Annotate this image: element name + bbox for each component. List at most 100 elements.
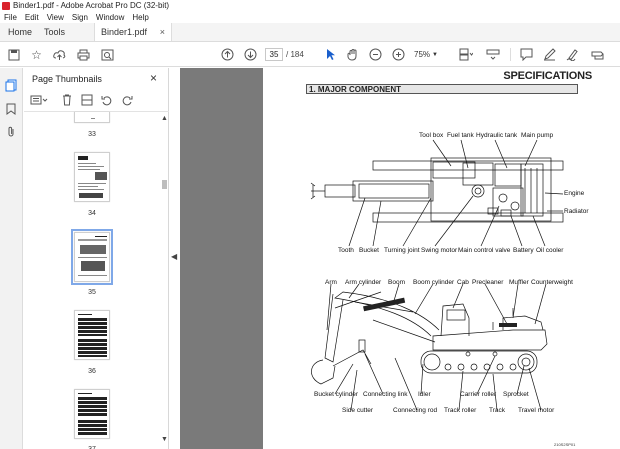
label-main-control-valve: Main control valve [458,247,511,254]
label-connecting-rod: Connecting rod [393,407,438,414]
save-icon[interactable] [6,47,21,62]
tab-close-icon[interactable]: × [159,27,165,37]
label-turning-joint: Turning joint [384,247,420,254]
print-icon[interactable] [76,47,91,62]
label-bucket-cylinder: Bucket cylinder [314,391,359,398]
collapse-panel-arrow-icon[interactable]: ◀ [171,252,178,261]
left-navigation-rail [0,68,23,449]
label-engine: Engine [564,190,585,197]
label-swing-motor: Swing motor [421,247,458,254]
thumbnail-label-37: 37 [72,446,112,449]
title-bar: Binder1.pdf - Adobe Acrobat Pro DC (32-b… [0,0,620,11]
page-thumbnail-35[interactable] [71,229,113,285]
menu-sign[interactable]: Sign [71,12,88,22]
tab-tools[interactable]: Tools [44,27,66,37]
label-cab: Cab [457,279,469,286]
delete-page-icon[interactable] [60,93,74,107]
figure-code: 210S2SP01 [554,442,576,447]
label-main-pump: Main pump [521,132,554,139]
panel-close-icon[interactable]: × [150,71,158,85]
page-thumbnail-36[interactable] [74,310,110,360]
label-arm-cylinder: Arm cylinder [345,279,382,286]
hand-tool-icon[interactable] [345,47,360,62]
menu-bar: File Edit View Sign Window Help [0,11,620,23]
chevron-down-icon: ▼ [432,51,438,58]
menu-edit[interactable]: Edit [24,12,39,22]
page-thumbnails-panel: Page Thumbnails × 33 [24,68,169,449]
label-muffler: Muffler [509,279,529,286]
search-icon[interactable] [100,47,115,62]
page-heading: SPECIFICATIONS [503,70,592,82]
sign-pen-icon[interactable] [565,47,580,62]
page-total: / 184 [286,50,304,59]
page-thumbnails-icon[interactable] [4,78,18,92]
highlight-pen-icon[interactable] [542,47,557,62]
tab-document[interactable]: Binder1.pdf × [94,23,172,41]
page-number-input[interactable]: 35 [265,48,283,61]
zoom-in-icon[interactable] [391,47,406,62]
label-counterweight: Counterweight [531,279,573,286]
label-track-roller: Track roller [444,407,477,414]
scroll-down-arrow-icon[interactable]: ▼ [161,436,168,443]
previous-page-icon[interactable] [220,47,235,62]
page-display-icon[interactable] [458,47,473,62]
toolbar-separator [510,48,511,61]
label-boom: Boom [388,279,405,286]
document-viewer[interactable]: SPECIFICATIONS 1. MAJOR COMPONENT [180,68,620,449]
menu-window[interactable]: Window [95,12,125,22]
label-oil-cooler: Oil cooler [536,247,564,254]
label-fuel-tank: Fuel tank [447,132,474,139]
pdf-page: SPECIFICATIONS 1. MAJOR COMPONENT [263,68,620,449]
thumbnail-scrollbar[interactable] [160,114,168,444]
upload-cloud-icon[interactable] [52,47,67,62]
options-menu-icon[interactable] [30,93,48,107]
tab-bar: Home Tools Binder1.pdf × [0,23,620,42]
label-carrier-roller: Carrier roller [460,391,497,398]
zoom-value: 75% [414,50,431,59]
panel-divider [24,111,169,112]
scroll-mode-icon[interactable] [485,47,500,62]
label-side-cutter: Side cutter [342,407,374,414]
label-hydraulic-tank: Hydraulic tank [476,132,518,139]
label-tool-box: Tool box [419,132,444,139]
select-cursor-icon[interactable] [323,47,338,62]
tab-home[interactable]: Home [8,27,33,37]
thumbnail-toolbar [30,92,160,108]
rotate-clockwise-icon[interactable] [120,93,134,107]
extract-page-icon[interactable] [80,93,94,107]
window-title: Binder1.pdf - Adobe Acrobat Pro DC (32-b… [13,1,170,10]
label-arm: Arm [325,279,337,286]
page-thumbnail-37[interactable] [74,389,110,439]
menu-file[interactable]: File [4,12,17,22]
menu-view[interactable]: View [46,12,64,22]
zoom-out-icon[interactable] [368,47,383,62]
label-track: Track [489,407,506,414]
tab-document-label: Binder1.pdf [101,27,148,37]
menu-help[interactable]: Help [132,12,149,22]
zoom-dropdown[interactable]: 75% ▼ [414,48,444,61]
scrollbar-thumb[interactable] [162,180,167,189]
rotate-counterclockwise-icon[interactable] [100,93,114,107]
next-page-icon[interactable] [243,47,258,62]
comment-icon[interactable] [519,47,534,62]
label-boom-cylinder: Boom cylinder [413,279,455,286]
more-tools-icon[interactable] [590,47,605,62]
attachments-paperclip-icon[interactable] [4,125,18,139]
panel-title: Page Thumbnails [32,74,102,84]
page-thumbnail-34[interactable] [74,152,110,202]
label-connecting-link: Connecting link [363,391,408,398]
label-radiator: Radiator [564,208,589,215]
thumbnail-label-35: 35 [88,289,96,296]
label-bucket: Bucket [359,247,379,254]
scroll-up-arrow-icon[interactable]: ▲ [161,115,168,122]
main-toolbar: ☆ 35 / 184 75% ▼ [0,42,620,67]
page-thumbnail-33[interactable] [74,112,110,123]
label-battery: Battery [513,247,534,254]
thumbnail-label-34: 34 [88,210,96,217]
bookmark-star-icon[interactable]: ☆ [31,47,42,62]
label-travel-motor: Travel motor [518,407,555,414]
bookmarks-icon[interactable] [4,102,18,116]
label-tooth: Tooth [338,247,354,254]
label-idler: Idler [418,391,431,398]
